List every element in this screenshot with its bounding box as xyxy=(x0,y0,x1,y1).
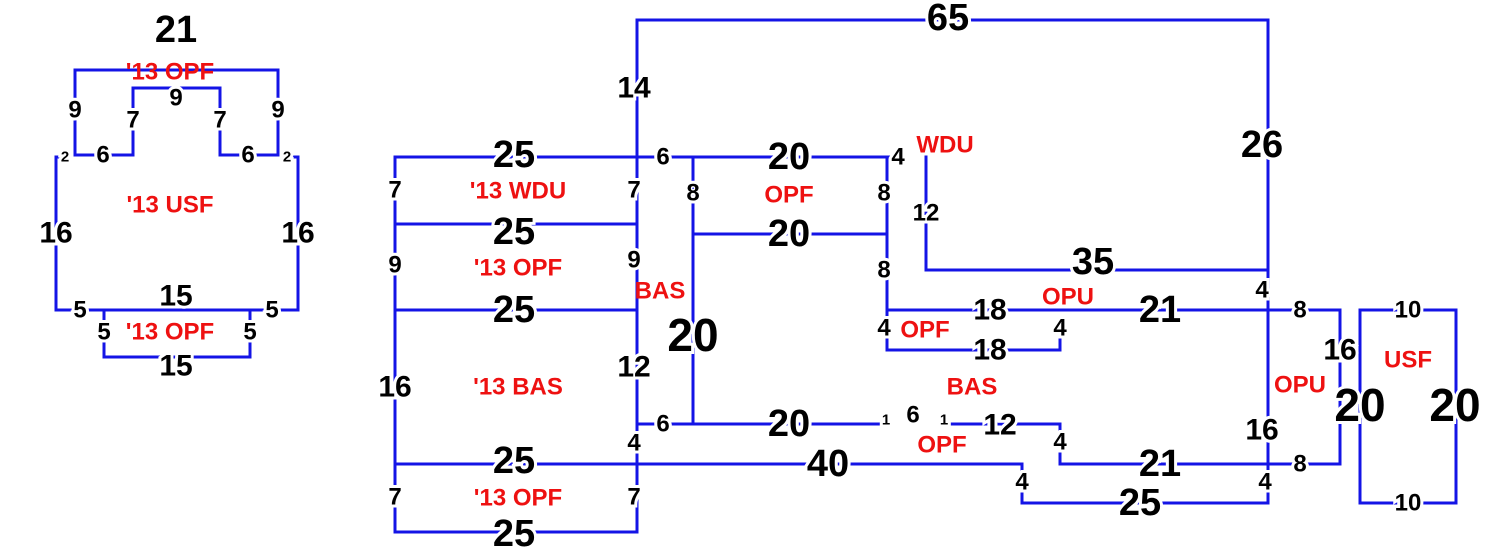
room-label: '13 OPF xyxy=(126,59,214,86)
dimension-label: 20 xyxy=(768,213,810,255)
dimension-label: 25 xyxy=(493,440,535,482)
dimension-label: 8 xyxy=(877,180,890,207)
dimension-label: 7 xyxy=(627,177,640,204)
room-label: '13 OPF xyxy=(126,319,214,346)
dimension-label: 4 xyxy=(1053,315,1067,342)
dimension-label: 7 xyxy=(213,107,226,134)
walls xyxy=(54,18,1458,534)
dimension-label: 10 xyxy=(1395,490,1422,517)
dimension-label: 5 xyxy=(73,297,86,324)
dimension-label: 25 xyxy=(493,211,535,253)
dimension-label: 5 xyxy=(97,319,110,346)
dimension-label: 4 xyxy=(891,144,905,171)
dimension-label: 15 xyxy=(159,280,192,313)
dimension-label: 4 xyxy=(627,430,641,457)
dimension-label: 20 xyxy=(768,136,810,178)
dimension-label: 9 xyxy=(68,97,81,124)
dimension-label: 4 xyxy=(1053,429,1067,456)
room-label: USF xyxy=(1384,347,1432,374)
dimension-label: 5 xyxy=(243,319,256,346)
dimension-label: 20 xyxy=(1334,379,1385,431)
dimension-label: 21 xyxy=(1139,443,1181,485)
room-label: BAS xyxy=(947,374,998,401)
dimension-label: 4 xyxy=(1255,277,1269,304)
dimension-label: 40 xyxy=(807,443,849,485)
dimension-label: 2 xyxy=(61,149,69,166)
dimension-label: 8 xyxy=(1293,451,1306,478)
dimension-label: 6 xyxy=(906,402,919,429)
dimension-label: 9 xyxy=(388,252,401,279)
dimension-label: 25 xyxy=(493,289,535,331)
room-labels: '13 OPF '13 USF '13 OPF '13 WDU '13 OPF '13 B… xyxy=(126,59,1432,512)
dimension-label: 4 xyxy=(1015,469,1029,496)
dimension-label: 6 xyxy=(656,411,669,438)
room-label: '13 USF xyxy=(126,192,213,219)
room-label: OPU xyxy=(1274,372,1326,399)
dimension-label: 2 xyxy=(283,149,291,166)
dimension-label: 14 xyxy=(617,72,651,105)
dimension-label: 20 xyxy=(768,403,810,445)
room-label: OPF xyxy=(764,182,813,209)
dimension-label: 7 xyxy=(388,484,401,511)
dimension-label: 9 xyxy=(271,97,284,124)
dimension-label: 15 xyxy=(159,350,192,383)
dimension-label: 20 xyxy=(1429,379,1480,431)
room-label: OPF xyxy=(917,432,966,459)
dimension-label: 10 xyxy=(1395,297,1422,324)
dimension-label: 6 xyxy=(96,142,109,169)
room-label: '13 OPF xyxy=(474,255,562,282)
dimension-label: 16 xyxy=(39,217,72,250)
dimension-label: 8 xyxy=(1293,297,1306,324)
dimension-label: 35 xyxy=(1072,241,1114,283)
dimension-label: 5 xyxy=(265,297,278,324)
room-label: OPF xyxy=(900,317,949,344)
dimension-label: 7 xyxy=(627,484,640,511)
dimension-label: 16 xyxy=(1323,334,1356,367)
room-label: WDU xyxy=(916,132,973,159)
dimension-label: 26 xyxy=(1241,124,1283,166)
dimension-label: 16 xyxy=(378,371,411,404)
dimension-label: 25 xyxy=(493,134,535,176)
dimension-label: 20 xyxy=(667,309,718,361)
room-label: '13 BAS xyxy=(473,374,563,401)
dimension-label: 16 xyxy=(1245,414,1278,447)
room-label: BAS xyxy=(635,278,686,305)
dimension-label: 16 xyxy=(281,217,314,250)
dimension-label: 1 xyxy=(940,412,948,429)
dimension-label: 1 xyxy=(882,412,890,429)
dimension-label: 18 xyxy=(973,334,1006,367)
dimension-label: 8 xyxy=(877,257,890,284)
dimension-label: 4 xyxy=(877,315,891,342)
dimension-label: 8 xyxy=(686,180,699,207)
dimension-label: 6 xyxy=(241,142,254,169)
dimension-label: 9 xyxy=(627,247,640,274)
dimension-label: 7 xyxy=(126,107,139,134)
dimension-label: 25 xyxy=(493,513,535,553)
room-label: '13 OPF xyxy=(474,485,562,512)
room-label: OPU xyxy=(1042,284,1094,311)
dimension-label: 4 xyxy=(1258,469,1272,496)
dimension-label: 12 xyxy=(617,351,650,384)
dimension-label: 12 xyxy=(913,200,940,227)
dimension-label: 65 xyxy=(927,0,969,39)
dimension-label: 7 xyxy=(388,177,401,204)
dimension-label: 21 xyxy=(1139,289,1181,331)
dimension-label: 21 xyxy=(155,9,197,51)
dimension-label: 6 xyxy=(656,144,669,171)
dimension-label: 9 xyxy=(169,85,182,112)
room-label: '13 WDU xyxy=(470,178,566,205)
dimension-label: 25 xyxy=(1119,482,1161,524)
dimension-label: 18 xyxy=(973,294,1006,327)
dimension-label: 12 xyxy=(983,409,1016,442)
